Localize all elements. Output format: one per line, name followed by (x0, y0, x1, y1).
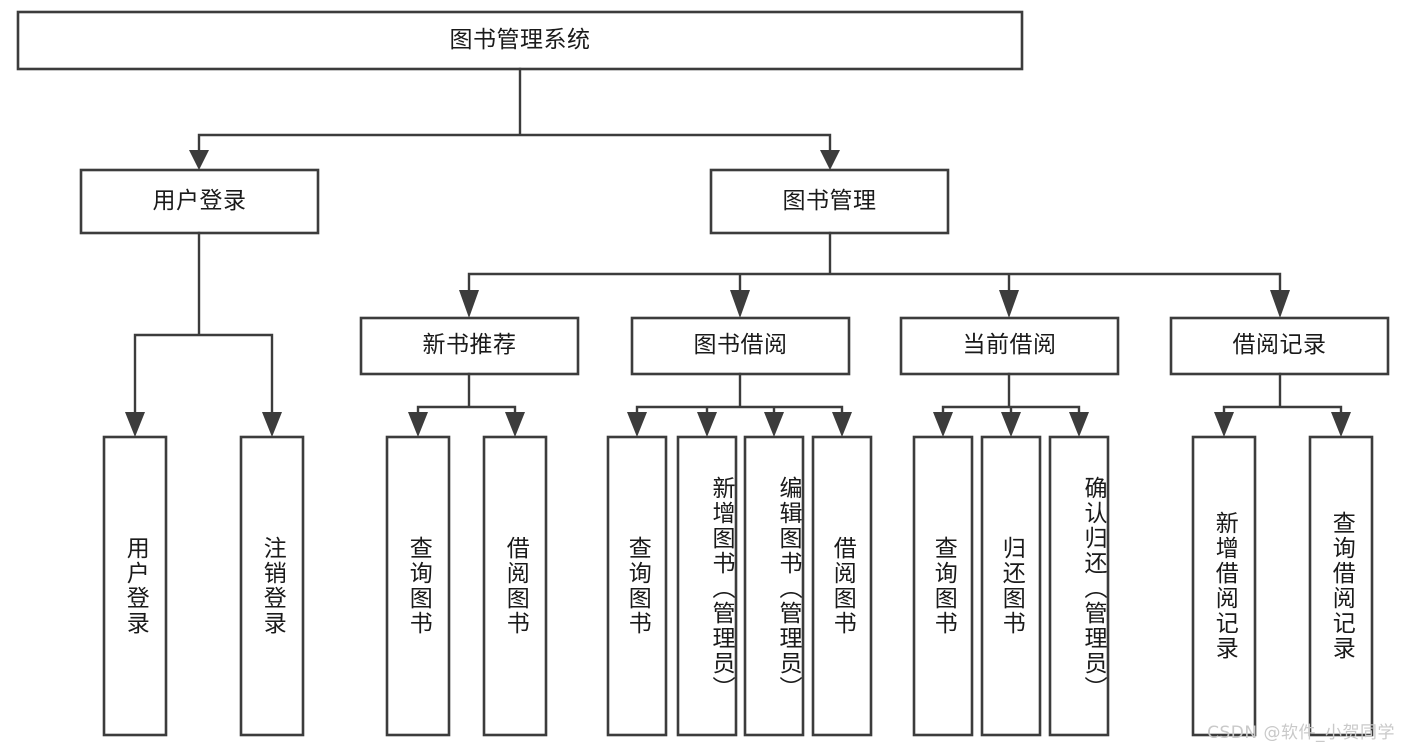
leaf-box-query-borrow-record[interactable] (1308, 435, 1374, 737)
node-new-book-rec-label: 新书推荐 (422, 332, 517, 359)
leaf-label-query-book-rec: 查询图书 (405, 536, 432, 636)
edge-book-borrow-to-leaves (635, 372, 844, 422)
node-user-login-box[interactable] (79, 168, 320, 235)
leaf-label-query-borrow-record: 查询借阅记录 (1328, 511, 1355, 661)
node-user-login-label: 用户登录 (152, 187, 247, 214)
edge-new-book-rec-to-leaves (416, 372, 517, 422)
arrowhead-leaf-query-book-2 (627, 412, 647, 437)
arrowhead-leaf-query-record (1331, 412, 1351, 437)
arrowhead-leaf-user-login (125, 412, 145, 437)
node-root-label: 图书管理系统 (449, 26, 591, 53)
arrowhead-leaf-query-book-1 (408, 412, 428, 437)
leaf-label-add-book: 新增图书（管理员） (708, 475, 734, 701)
arrowhead-to-borrow-record (1270, 290, 1290, 318)
node-book-borrow-label: 图书借阅 (693, 332, 788, 359)
leaf-label-return-book: 归还图书 (998, 536, 1025, 636)
leaf-box-add-book[interactable] (676, 435, 738, 737)
node-book-manage-box[interactable] (709, 168, 950, 235)
node-book-borrow-box[interactable] (630, 316, 851, 376)
leaf-label-edit-book: 编辑图书（管理员） (775, 475, 801, 701)
leaf-box-add-borrow-record[interactable] (1191, 435, 1257, 737)
arrowhead-leaf-confirm-return (1069, 412, 1089, 437)
arrowhead-leaf-add-book (697, 412, 717, 437)
node-current-borrow-label: 当前借阅 (962, 332, 1057, 359)
arrowhead-to-book-borrow (730, 290, 750, 318)
leaf-box-confirm-return[interactable] (1048, 435, 1110, 737)
leaf-label-query-book-borrow: 查询图书 (624, 536, 651, 636)
leaf-label-confirm-return: 确认归还（管理员） (1080, 475, 1106, 701)
node-current-borrow-box[interactable] (899, 316, 1120, 376)
arrowhead-leaf-query-book-3 (933, 412, 953, 437)
leaf-box-borrow-book[interactable] (811, 435, 873, 737)
arrowhead-to-user-login (189, 150, 209, 170)
leaf-box-edit-book[interactable] (743, 435, 805, 737)
leaf-label-add-borrow-record: 新增借阅记录 (1211, 511, 1238, 661)
leaf-label-borrow-book: 借阅图书 (829, 536, 856, 636)
leaf-box-borrow-book-rec[interactable] (482, 435, 548, 737)
edge-book-manage-to-level3 (467, 231, 1282, 297)
leaf-label-query-book-current: 查询图书 (930, 536, 957, 636)
node-new-book-rec-box[interactable] (359, 316, 580, 376)
node-borrow-record-box[interactable] (1169, 316, 1390, 376)
arrowhead-to-current-borrow (999, 290, 1019, 318)
leaf-box-user-login[interactable] (102, 435, 168, 737)
arrowhead-leaf-logout (262, 412, 282, 437)
leaf-label-borrow-book-rec: 借阅图书 (502, 536, 529, 636)
arrowhead-leaf-add-record (1214, 412, 1234, 437)
edge-user-login-to-leaves (133, 231, 274, 422)
arrowhead-leaf-return-book (1001, 412, 1021, 437)
leaf-label-logout: 注销登录 (259, 536, 286, 636)
arrowhead-leaf-borrow-book-1 (505, 412, 525, 437)
leaf-box-query-book-rec[interactable] (385, 435, 451, 737)
leaf-box-query-book-current[interactable] (912, 435, 974, 737)
arrowhead-to-book-manage (820, 150, 840, 170)
node-book-manage-label: 图书管理 (782, 187, 877, 214)
arrowhead-leaf-edit-book (764, 412, 784, 437)
arrowhead-to-new-book-rec (459, 290, 479, 318)
node-root-box[interactable] (16, 10, 1024, 71)
leaf-box-return-book[interactable] (980, 435, 1042, 737)
node-borrow-record-label: 借阅记录 (1232, 332, 1327, 359)
edge-borrow-record-to-leaves (1222, 372, 1343, 422)
leaf-label-user-login: 用户登录 (122, 536, 149, 636)
leaf-box-logout[interactable] (239, 435, 305, 737)
leaf-box-query-book-borrow[interactable] (606, 435, 668, 737)
edge-root-to-level2 (197, 67, 832, 157)
arrowhead-leaf-borrow-book-2 (832, 412, 852, 437)
